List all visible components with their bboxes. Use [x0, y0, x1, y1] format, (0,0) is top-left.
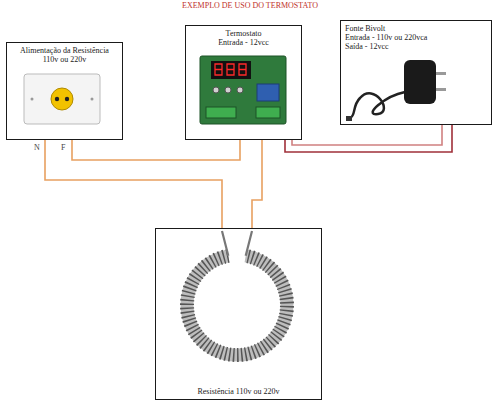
adapter-prong — [436, 72, 446, 75]
coil-turns — [187, 256, 287, 355]
button — [225, 87, 231, 93]
button — [237, 87, 243, 93]
node-text: Entrada - 110v ou 220vca — [345, 33, 487, 42]
wire — [45, 140, 222, 228]
terminal-block — [256, 107, 280, 118]
node-text: Resistência 110v ou 220v — [160, 387, 317, 396]
terminal-block — [206, 107, 236, 118]
outlet-plate — [24, 74, 100, 124]
circuit-board — [200, 56, 286, 124]
adapter-plug — [346, 116, 352, 121]
power-outlet-box: Alimentação da Resistência110v ou 220v — [6, 42, 123, 140]
wire — [252, 140, 262, 228]
relay — [257, 84, 279, 101]
thermostat-box: TermostatoEntrada - 12vcc — [185, 25, 302, 140]
heating-element-box: Resistência 110v ou 220v — [155, 228, 322, 400]
wall-outlet — [24, 74, 100, 124]
node-text: Termostato — [190, 29, 297, 38]
outlet-hole — [55, 97, 59, 101]
node-text: 110v ou 220v — [11, 55, 118, 64]
outlet-hole — [65, 97, 69, 101]
adapter-prong — [436, 88, 446, 91]
wire-label: F — [61, 143, 65, 152]
diagram-title: EXEMPLO DE USO DO TERMOSTATO — [0, 1, 500, 10]
outlet-socket — [51, 88, 73, 110]
wire — [292, 125, 442, 145]
node-text: Alimentação da Resistência — [11, 46, 118, 55]
adapter-cable — [350, 92, 405, 118]
wire — [285, 125, 452, 152]
node-text: Entrada - 12vcc — [190, 38, 297, 47]
power-adapter — [346, 60, 446, 121]
heating-coil — [187, 231, 287, 355]
button — [213, 87, 219, 93]
thermostat-board — [200, 56, 286, 124]
wire — [72, 140, 240, 160]
power-supply-box: Fonte BivoltEntrada - 110v ou 220vcaSaíd… — [340, 20, 492, 125]
display-segments — [215, 64, 246, 75]
node-text: Saída - 12vcc — [345, 42, 487, 51]
wire-label: N — [34, 143, 40, 152]
coil-terminal — [222, 231, 252, 256]
adapter-body — [404, 60, 436, 104]
node-text: Fonte Bivolt — [345, 24, 487, 33]
outlet-screw — [31, 98, 34, 101]
display — [211, 61, 251, 79]
coil-body — [187, 256, 287, 355]
outlet-screw — [91, 98, 94, 101]
